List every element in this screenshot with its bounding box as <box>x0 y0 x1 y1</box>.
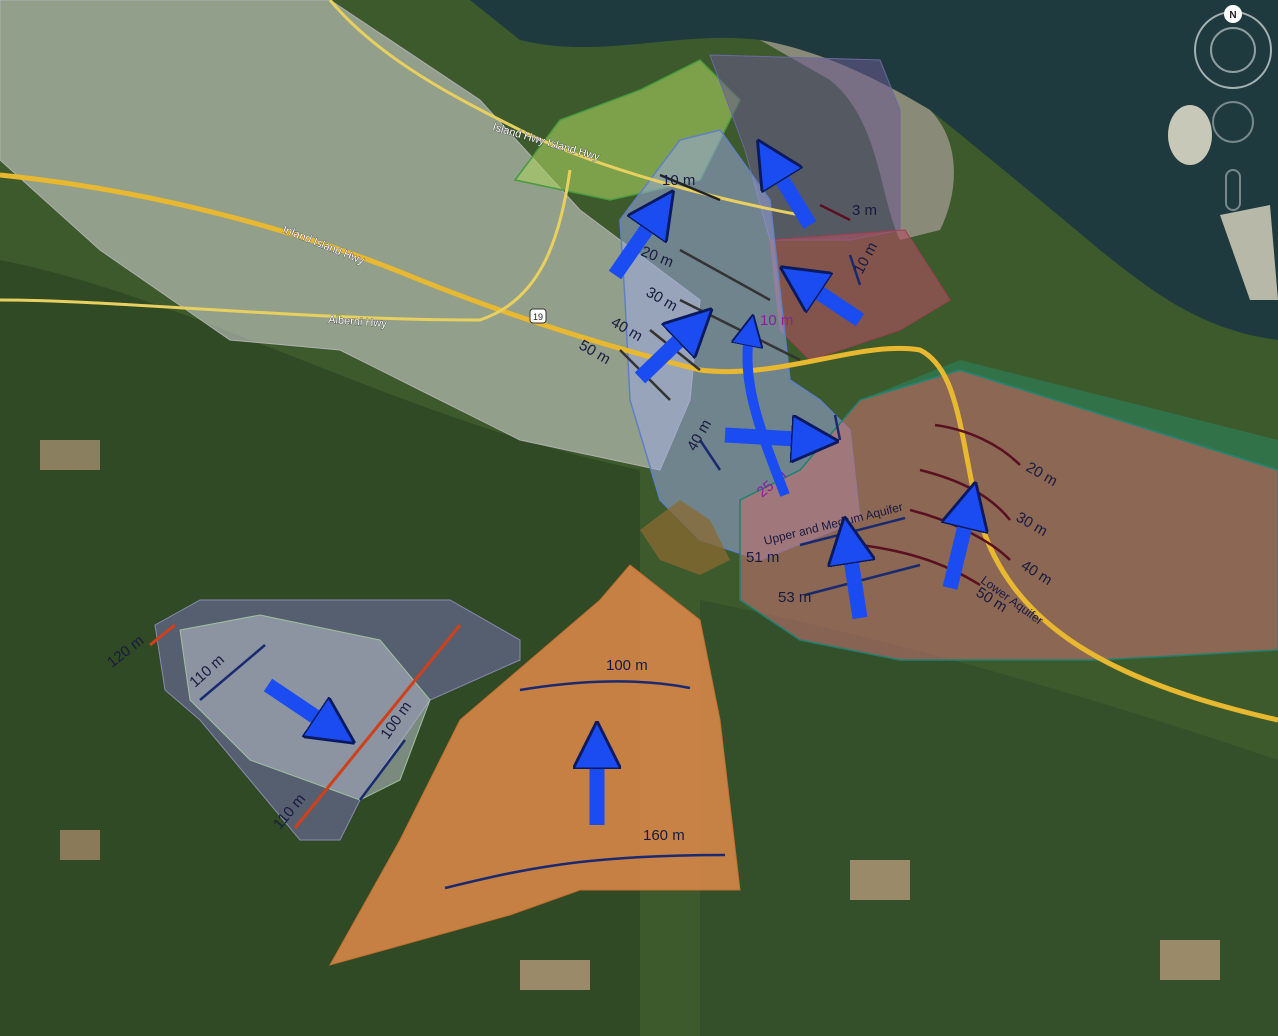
flow-arrow <box>747 330 790 497</box>
contour-label: 100 m <box>606 657 648 674</box>
flow-arrow <box>263 678 335 730</box>
contour-label: 160 m <box>643 827 685 844</box>
contour-label: 10 m <box>662 172 695 189</box>
compass-icon[interactable]: N <box>1194 5 1272 211</box>
contour-line <box>293 624 462 829</box>
island-hwy-line <box>328 0 801 217</box>
flow-arrow <box>950 505 970 590</box>
flow-arrow <box>770 160 817 229</box>
contour-line <box>149 623 176 647</box>
alberni-hwy-line <box>0 169 572 322</box>
flow-arrows <box>263 160 970 825</box>
contour-line <box>819 203 851 222</box>
contour-line <box>519 680 691 692</box>
zone-orange-south <box>328 564 741 966</box>
zone-brown-small <box>640 500 730 575</box>
hwy-shield-number: 19 <box>533 312 543 322</box>
contour-line <box>934 423 1021 466</box>
flow-arrow <box>848 540 860 620</box>
contour-line <box>444 853 726 890</box>
flow-arrow <box>608 210 660 280</box>
contour-lines <box>149 173 1021 890</box>
compass-north-letter: N <box>1229 10 1236 21</box>
contour-line <box>359 739 406 801</box>
contour-label: 51 m <box>746 549 779 566</box>
contour-label: 10 m <box>760 312 793 329</box>
contour-line <box>199 644 266 701</box>
flow-arrow <box>634 325 695 384</box>
contour-label: 53 m <box>778 589 811 606</box>
road-label-alberni-hwy: Alberni Hwy <box>328 314 388 330</box>
contour-line <box>848 254 862 286</box>
contour-line <box>679 248 771 302</box>
flow-arrow <box>800 280 865 327</box>
contour-label: 3 m <box>852 202 877 219</box>
flow-arrow <box>724 435 815 440</box>
contour-line <box>659 173 721 202</box>
inland-island-hwy-line <box>0 172 1278 723</box>
contour-line <box>804 563 921 597</box>
hwy-shield-icon <box>529 308 547 324</box>
contour-line <box>698 439 722 471</box>
